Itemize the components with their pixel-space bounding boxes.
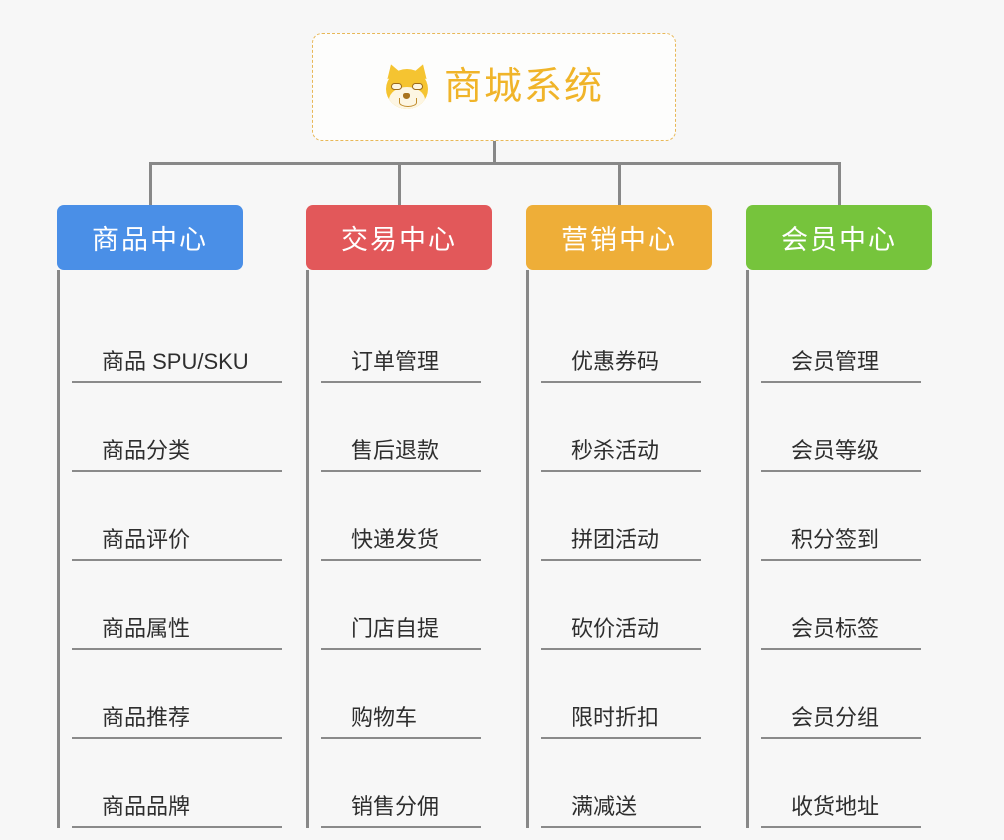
shiba-dog-icon [383, 61, 431, 110]
category-label: 商品中心 [92, 225, 208, 255]
leaf-label: 商品 SPU/SKU [102, 348, 249, 374]
connector-drop-member-center [837, 162, 841, 205]
leaf-list-marketing-center: 优惠券码秒杀活动拼团活动砍价活动限时折扣满减送 [526, 294, 712, 828]
leaf-item[interactable]: 会员管理 [761, 294, 921, 383]
leaf-item[interactable]: 售后退款 [321, 383, 481, 472]
leaf-label: 商品评价 [102, 526, 191, 552]
leaf-item[interactable]: 商品 SPU/SKU [72, 294, 282, 383]
category-label: 交易中心 [341, 225, 457, 255]
leaf-label: 收货地址 [791, 793, 880, 819]
category-header-member-center[interactable]: 会员中心 [746, 205, 932, 270]
leaf-item[interactable]: 购物车 [321, 650, 481, 739]
leaf-label: 购物车 [351, 704, 418, 730]
connector-stub-product-center [57, 270, 60, 294]
leaf-list-trade-center: 订单管理售后退款快递发货门店自提购物车销售分佣 [306, 294, 492, 828]
leaf-item[interactable]: 会员标签 [761, 561, 921, 650]
leaf-label: 秒杀活动 [571, 437, 660, 463]
connector-root-stem [492, 141, 496, 165]
category-header-marketing-center[interactable]: 营销中心 [526, 205, 712, 270]
leaf-label: 商品推荐 [102, 704, 191, 730]
leaf-label: 订单管理 [351, 348, 440, 374]
category-header-product-center[interactable]: 商品中心 [57, 205, 243, 270]
leaf-label: 限时折扣 [571, 704, 660, 730]
leaf-label: 商品品牌 [102, 793, 191, 819]
leaf-label: 销售分佣 [351, 793, 440, 819]
column-product-center: 商品中心商品 SPU/SKU 商品分类商品评价商品属性商品推荐商品品牌 [57, 205, 282, 828]
leaf-label: 门店自提 [351, 615, 440, 641]
leaf-label: 售后退款 [351, 437, 440, 463]
column-marketing-center: 营销中心优惠券码秒杀活动拼团活动砍价活动限时折扣满减送 [526, 205, 712, 828]
leaf-label: 快递发货 [351, 526, 440, 552]
leaf-label: 会员分组 [791, 704, 880, 730]
category-header-trade-center[interactable]: 交易中心 [306, 205, 492, 270]
leaf-list-product-center: 商品 SPU/SKU 商品分类商品评价商品属性商品推荐商品品牌 [57, 294, 282, 828]
connector-drop-trade-center [397, 162, 401, 205]
leaf-item[interactable]: 优惠券码 [541, 294, 701, 383]
connector-drop-marketing-center [617, 162, 621, 205]
leaf-item[interactable]: 门店自提 [321, 561, 481, 650]
leaf-item[interactable]: 限时折扣 [541, 650, 701, 739]
category-label: 营销中心 [561, 225, 677, 255]
leaf-item[interactable]: 收货地址 [761, 739, 921, 828]
root-node[interactable]: 商城系统 [312, 33, 676, 141]
leaf-label: 会员标签 [791, 615, 880, 641]
connector-stub-trade-center [306, 270, 309, 294]
leaf-label: 砍价活动 [571, 615, 660, 641]
leaf-item[interactable]: 商品品牌 [72, 739, 282, 828]
leaf-item[interactable]: 会员分组 [761, 650, 921, 739]
leaf-label: 优惠券码 [571, 348, 660, 374]
connector-stub-marketing-center [526, 270, 529, 294]
leaf-label: 拼团活动 [571, 526, 660, 552]
leaf-label: 会员管理 [791, 348, 880, 374]
leaf-list-member-center: 会员管理会员等级积分签到会员标签会员分组收货地址 [746, 294, 932, 828]
leaf-label: 商品分类 [102, 437, 191, 463]
leaf-item[interactable]: 拼团活动 [541, 472, 701, 561]
leaf-label: 会员等级 [791, 437, 880, 463]
leaf-label: 积分签到 [791, 526, 880, 552]
leaf-item[interactable]: 砍价活动 [541, 561, 701, 650]
column-trade-center: 交易中心订单管理售后退款快递发货门店自提购物车销售分佣 [306, 205, 492, 828]
leaf-label: 满减送 [571, 793, 638, 819]
leaf-item[interactable]: 满减送 [541, 739, 701, 828]
connector-drop-product-center [148, 162, 152, 205]
leaf-item[interactable]: 商品属性 [72, 561, 282, 650]
leaf-item[interactable]: 订单管理 [321, 294, 481, 383]
leaf-item[interactable]: 商品分类 [72, 383, 282, 472]
leaf-item[interactable]: 快递发货 [321, 472, 481, 561]
root-title: 商城系统 [443, 66, 604, 108]
leaf-item[interactable]: 会员等级 [761, 383, 921, 472]
category-label: 会员中心 [781, 225, 897, 255]
leaf-item[interactable]: 销售分佣 [321, 739, 481, 828]
leaf-item[interactable]: 秒杀活动 [541, 383, 701, 472]
connector-horizontal-bus [150, 162, 839, 165]
leaf-item[interactable]: 商品推荐 [72, 650, 282, 739]
leaf-item[interactable]: 商品评价 [72, 472, 282, 561]
leaf-label: 商品属性 [102, 615, 191, 641]
connector-stub-member-center [746, 270, 749, 294]
leaf-item[interactable]: 积分签到 [761, 472, 921, 561]
column-member-center: 会员中心会员管理会员等级积分签到会员标签会员分组收货地址 [746, 205, 932, 828]
